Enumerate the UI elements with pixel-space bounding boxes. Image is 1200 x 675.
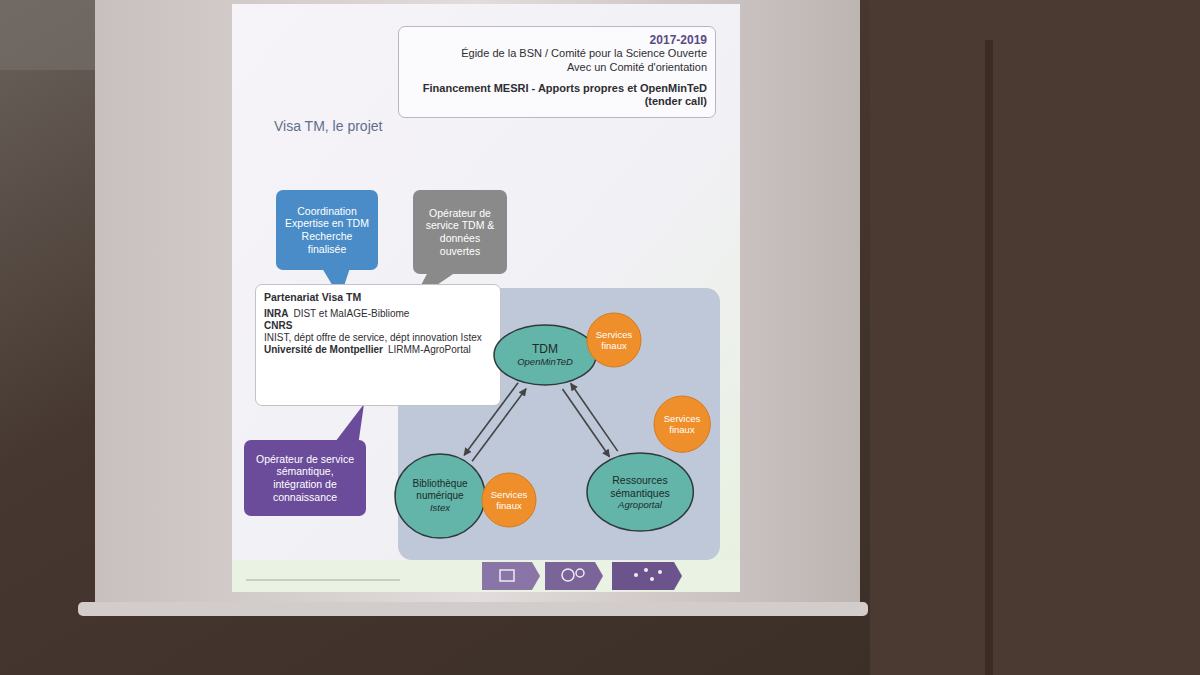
flow-arrow xyxy=(563,389,610,457)
text-row: INRA DIST et MaIAGE-Bibliome xyxy=(264,308,492,320)
node-text: DIST et MaIAGE-Bibliome xyxy=(293,308,409,320)
service-circle-fill xyxy=(482,473,536,527)
node-text: Services finaux xyxy=(594,329,634,352)
shape-text: Services finaux xyxy=(661,413,703,436)
service-circle-fill xyxy=(654,396,710,452)
service-circle-fill xyxy=(587,313,641,367)
shape-text: Services finaux xyxy=(489,489,529,512)
node-text: Services finaux xyxy=(661,413,703,436)
library-ellipse: Bibliothèque numériqueIstex xyxy=(394,453,486,539)
service-circle: Services finaux xyxy=(653,395,711,453)
resources-ellipse: Ressources sémantiquesAgroportal xyxy=(586,452,694,532)
node-text: Égide de la BSN / Comité pour la Science… xyxy=(407,47,707,60)
node-text: 2017-2019 xyxy=(407,33,707,47)
screen-roller xyxy=(78,602,868,616)
callout-bubble: Opérateur de service TDM & données ouver… xyxy=(413,190,507,274)
shape-text: Services finaux xyxy=(594,329,634,352)
node-text: Opérateur de service TDM & données ouver… xyxy=(421,207,499,257)
footer-rule xyxy=(246,579,400,581)
shape-text: Bibliothèque numériqueIstex xyxy=(407,478,473,513)
node-text: Université de Montpellier xyxy=(264,344,383,356)
flow-arrow xyxy=(571,383,618,451)
node-text: Partenariat Visa TM xyxy=(264,291,492,304)
shape-text: TDMOpenMinTeD xyxy=(507,342,582,368)
node-text: Avec un Comité d'orientation xyxy=(407,61,707,74)
slide-footer xyxy=(232,560,740,592)
callout-bubble: Coordination Expertise en TDM Recherche … xyxy=(276,190,378,270)
wall-edge xyxy=(985,40,993,675)
node-text: Agroportal xyxy=(601,499,679,510)
text-row: Université de Montpellier LIRMM-AgroPorta… xyxy=(264,344,492,356)
slide-title: Visa TM, le projet xyxy=(274,118,382,134)
node-text: CNRS xyxy=(264,320,292,332)
info-box: 2017-2019Égide de la BSN / Comité pour l… xyxy=(398,26,716,118)
node-text: Bibliothèque numérique xyxy=(407,478,473,502)
library-ellipse-fill xyxy=(395,454,485,538)
node-text: Financement MESRI - Apports propres et O… xyxy=(407,82,707,108)
node-text: OpenMinTeD xyxy=(507,357,582,368)
side-wall xyxy=(870,0,1200,675)
service-circle: Services finaux xyxy=(586,312,642,368)
projection-screen xyxy=(95,0,860,606)
footer-icons xyxy=(482,562,682,590)
tdm-ellipse-fill xyxy=(494,325,596,385)
node-text: INIST, dépt offre de service, dépt innov… xyxy=(264,332,482,344)
resources-ellipse-fill xyxy=(587,453,693,531)
node-text: INRA xyxy=(264,308,288,320)
node-text: LIRMM-AgroPortal xyxy=(388,344,471,356)
node-text: TDM xyxy=(507,342,582,356)
slide-background xyxy=(232,4,740,592)
node-text: Services finaux xyxy=(489,489,529,512)
text-row: CNRSINIST, dépt offre de service, dépt i… xyxy=(264,320,492,344)
tdm-ellipse: TDMOpenMinTeD xyxy=(493,324,597,386)
partner-box: Partenariat Visa TM INRA DIST et MaIAGE-Bi… xyxy=(255,284,501,406)
callout-bubble: Opérateur de service sémantique, intégra… xyxy=(244,440,366,516)
shape-text: Ressources sémantiquesAgroportal xyxy=(601,474,679,511)
node-text: Coordination Expertise en TDM Recherche … xyxy=(284,205,370,255)
node-text: Opérateur de service sémantique, intégra… xyxy=(252,453,358,503)
service-circle: Services finaux xyxy=(481,472,537,528)
node-text: Ressources sémantiques xyxy=(601,474,679,499)
node-text: Istex xyxy=(407,502,473,513)
